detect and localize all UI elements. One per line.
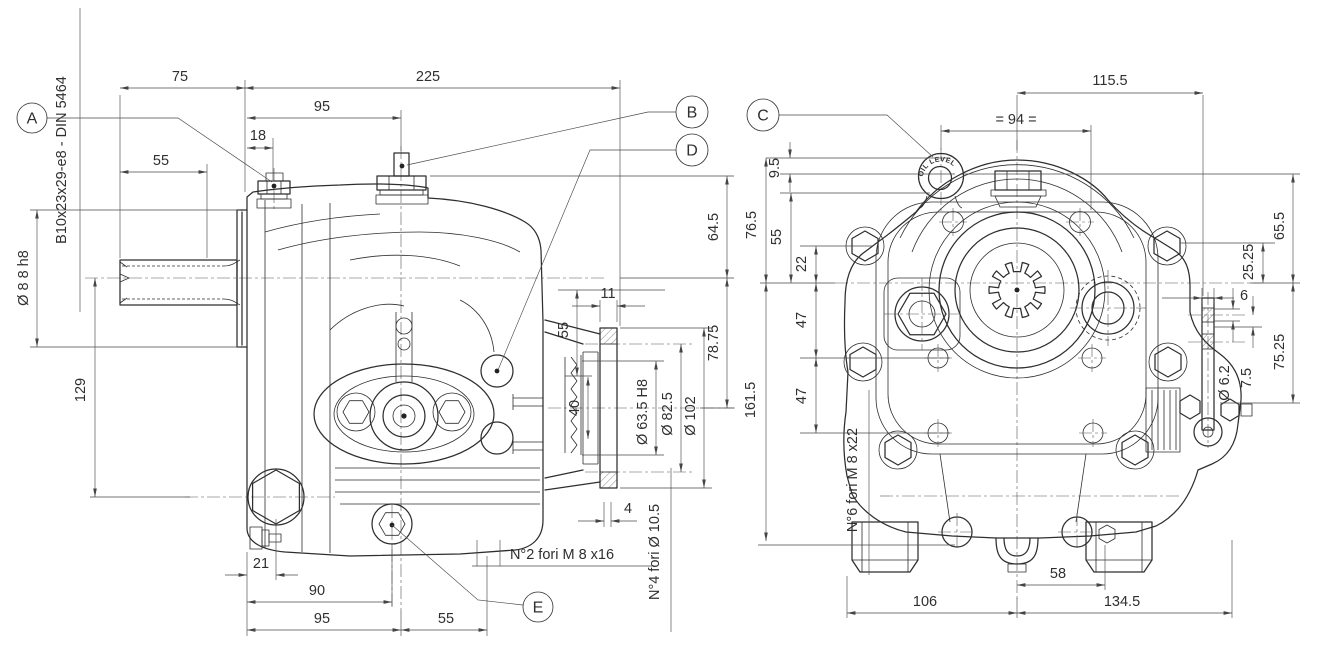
- dim-step: 4: [624, 501, 632, 517]
- callout-c-label: C: [757, 108, 769, 125]
- leader-dot-d: [494, 368, 500, 374]
- dim-hole-x: 55: [438, 611, 454, 627]
- dim-eye-offset: 9.5: [767, 158, 783, 178]
- dim-lower-height: 161.5: [743, 382, 759, 418]
- dim-flange-dia: Ø 102: [683, 396, 699, 436]
- dim-height-top: 64.5: [706, 213, 722, 241]
- dim-plug-offset: 18: [250, 128, 266, 144]
- dim-hole-offset-a: 25.25: [1241, 244, 1257, 280]
- front-left-plug: [883, 277, 961, 351]
- dim-overall-width: 225: [416, 69, 440, 85]
- dim-plug-x: 21: [253, 556, 269, 572]
- callout-c-circle: [746, 98, 780, 132]
- note-spline-standard: B10x23x29-e8 - DIN 5464: [54, 76, 70, 244]
- note-flange-tapped-holes: N°2 fori M 8 x16: [510, 547, 614, 563]
- right-view-callouts: C: [746, 98, 934, 158]
- dim-pilot-len: 55: [556, 322, 572, 338]
- side-bracket-assembly: [1145, 297, 1253, 453]
- callout-b-circle: [675, 95, 709, 129]
- dim-bolt-circle: Ø 82.5: [660, 392, 676, 436]
- dim-shaft-dia: Ø 8 8 h8: [16, 250, 32, 306]
- dim-shoulder-height: 55: [769, 229, 785, 245]
- dim-eyebolt-span: = 94 =: [995, 112, 1036, 128]
- dim-center-x: 95: [314, 611, 330, 627]
- callout-a-label: A: [27, 111, 38, 128]
- housing-side-outline: [246, 183, 544, 557]
- dim-foot-left: 106: [913, 594, 937, 610]
- dim-breather-offset: 95: [314, 99, 330, 115]
- dim-bolt-row-mid: 47: [794, 312, 810, 328]
- dim-bracket-width: 6: [1240, 288, 1248, 304]
- left-view-dimensions: 75 225 95 18 55 Ø 8 8 h8 129 B10x23x29-e…: [16, 8, 734, 636]
- dim-axis-drop: 129: [73, 378, 89, 402]
- drain-plug-e: [371, 503, 413, 545]
- dim-bolt-row-low: 47: [794, 388, 810, 404]
- dim-axis-distance: 78.75: [706, 325, 722, 361]
- dim-hub-len: 40: [567, 400, 583, 416]
- right-side-bosses: [480, 354, 543, 455]
- dim-right-lower: 75.25: [1272, 334, 1288, 370]
- dim-flange-thickness: 11: [600, 286, 615, 302]
- callout-e-label: E: [533, 600, 544, 617]
- internal-arm: [395, 312, 413, 382]
- breather-plug-a: [256, 172, 292, 209]
- note-flange-through-holes: N°4 fori Ø 10.5: [647, 504, 663, 600]
- dim-right-upper: 65.5: [1272, 212, 1288, 240]
- dim-foot-right: 134.5: [1104, 594, 1140, 610]
- dim-upper-height: 76.5: [744, 211, 760, 239]
- dim-top-width: 115.5: [1092, 73, 1127, 89]
- callout-d-label: D: [686, 143, 698, 160]
- leader-dot-b: [399, 163, 405, 169]
- leader-dot-a: [271, 183, 277, 189]
- dim-foot-offset: 58: [1050, 566, 1066, 582]
- callout-a-circle: [16, 102, 48, 134]
- callout-b-label: B: [687, 105, 698, 122]
- mounting-feet: [851, 513, 1153, 573]
- dim-shaft-ext: 75: [172, 69, 188, 85]
- right-view-geometry: OIL LEVEL: [835, 140, 1262, 600]
- face-bolt-bosses: [843, 208, 1188, 470]
- note-face-tapped-holes: N°6 fori M 8 x22: [845, 428, 861, 532]
- dim-spline-length: 55: [153, 153, 169, 169]
- dim-bolt-row-up: 22: [794, 256, 810, 272]
- central-splined-bore: [928, 201, 1106, 379]
- bearing-boss-cluster: [313, 363, 495, 465]
- input-splined-shaft: [119, 209, 248, 348]
- dim-pilot-bore: Ø 63.5 H8: [635, 379, 651, 445]
- callout-d-circle: [675, 133, 709, 167]
- callout-e-circle: [522, 591, 554, 623]
- top-breather-plug: [990, 170, 1047, 208]
- left-view-geometry: [85, 146, 735, 610]
- dim-bracket-hole-offset: 7.5: [1239, 368, 1255, 388]
- oil-level-eyebolt: OIL LEVEL: [918, 152, 965, 209]
- right-view-dimensions: 115.5 = 94 = 9.5 76.5 55 22 47 47 161.5 …: [743, 73, 1300, 618]
- dim-bracket-hole: Ø 6.2: [1217, 365, 1233, 400]
- dim-drain-x: 90: [309, 583, 325, 599]
- front-right-hole: [1070, 270, 1146, 346]
- breather-plug-b: [375, 152, 429, 205]
- left-view-callouts: A B D E: [16, 95, 709, 623]
- hex-boss: [843, 226, 1188, 470]
